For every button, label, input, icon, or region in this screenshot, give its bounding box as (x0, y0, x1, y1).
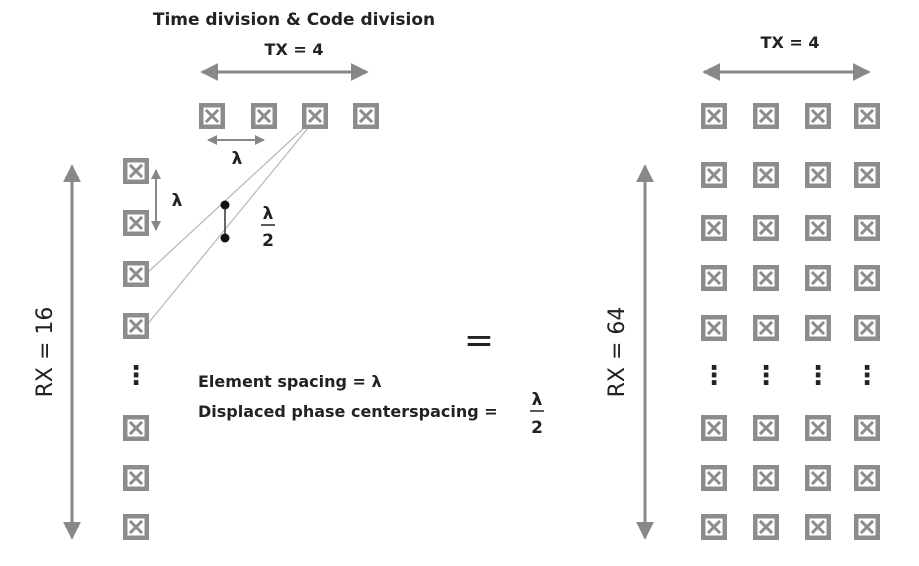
left-rx-element-1 (123, 158, 149, 184)
right-ellipses: ⋮ ⋮ ⋮ ⋮ (701, 361, 880, 391)
virtual-element-r6-c4 (854, 415, 880, 441)
caption-element-spacing: Element spacing = λ (198, 372, 382, 391)
left-ellipsis: ⋮ (123, 361, 149, 391)
right-array-elements (701, 103, 880, 540)
virtual-element-r6-c3 (805, 415, 831, 441)
virtual-element-r8-c4 (854, 514, 880, 540)
virtual-element-r8-c3 (805, 514, 831, 540)
diagram-title: Time division & Code division (153, 10, 435, 30)
virtual-element-r3-c2 (753, 215, 779, 241)
virtual-element-r1-c3 (805, 103, 831, 129)
line-tx4-rx4 (145, 127, 309, 327)
virtual-element-r6-c1 (701, 415, 727, 441)
left-rx-element-4 (123, 313, 149, 339)
left-tx-element-3 (302, 103, 328, 129)
left-rx-element-6 (123, 465, 149, 491)
caption-fraction-denominator: 2 (531, 418, 543, 438)
virtual-element-r4-c4 (854, 265, 880, 291)
virtual-element-r2-c1 (701, 162, 727, 188)
right-ellipsis-2: ⋮ (753, 361, 779, 391)
right-ellipsis-1: ⋮ (701, 361, 727, 391)
virtual-element-r5-c1 (701, 315, 727, 341)
virtual-element-r1-c2 (753, 103, 779, 129)
left-tx-element-2 (251, 103, 277, 129)
left-tx-label: TX = 4 (265, 40, 324, 59)
virtual-element-r5-c4 (854, 315, 880, 341)
virtual-element-r7-c2 (753, 465, 779, 491)
virtual-element-r4-c1 (701, 265, 727, 291)
phase-center-dot-2 (220, 233, 230, 243)
equals-sign: = (464, 320, 494, 361)
virtual-element-r3-c4 (854, 215, 880, 241)
phase-center-dot-1 (220, 200, 230, 210)
left-rx-element-2 (123, 210, 149, 236)
caption-phase-center-spacing: Displaced phase centerspacing = (198, 402, 498, 421)
virtual-element-r5-c2 (753, 315, 779, 341)
left-rx-label: RX = 16 (33, 307, 58, 398)
virtual-element-r8-c2 (753, 514, 779, 540)
right-ellipsis-4: ⋮ (854, 361, 880, 391)
left-tx-element-4 (353, 103, 379, 129)
rx-spacing-symbol: λ (172, 191, 183, 211)
left-rx-elements (123, 158, 149, 540)
virtual-element-r5-c3 (805, 315, 831, 341)
left-tx-elements (199, 103, 379, 129)
left-rx-element-3 (123, 261, 149, 287)
virtual-element-r6-c2 (753, 415, 779, 441)
tx-spacing-symbol: λ (232, 149, 243, 169)
virtual-element-r3-c3 (805, 215, 831, 241)
virtual-element-r4-c3 (805, 265, 831, 291)
virtual-element-r4-c2 (753, 265, 779, 291)
phase-center-lines (145, 127, 309, 327)
virtual-element-r8-c1 (701, 514, 727, 540)
left-rx-element-5 (123, 415, 149, 441)
virtual-element-r7-c4 (854, 465, 880, 491)
virtual-element-r2-c3 (805, 162, 831, 188)
virtual-element-r1-c1 (701, 103, 727, 129)
left-tx-element-1 (199, 103, 225, 129)
virtual-element-r3-c1 (701, 215, 727, 241)
phase-center-denominator: 2 (262, 231, 274, 251)
left-rx-element-7 (123, 514, 149, 540)
virtual-element-r2-c4 (854, 162, 880, 188)
virtual-element-r2-c2 (753, 162, 779, 188)
virtual-element-r7-c3 (805, 465, 831, 491)
right-rx-label: RX = 64 (605, 307, 630, 398)
right-tx-label: TX = 4 (761, 33, 820, 52)
virtual-element-r7-c1 (701, 465, 727, 491)
right-ellipsis-3: ⋮ (805, 361, 831, 391)
virtual-element-r1-c4 (854, 103, 880, 129)
phase-center-numerator: λ (263, 204, 274, 224)
caption-fraction-numerator: λ (532, 390, 543, 410)
